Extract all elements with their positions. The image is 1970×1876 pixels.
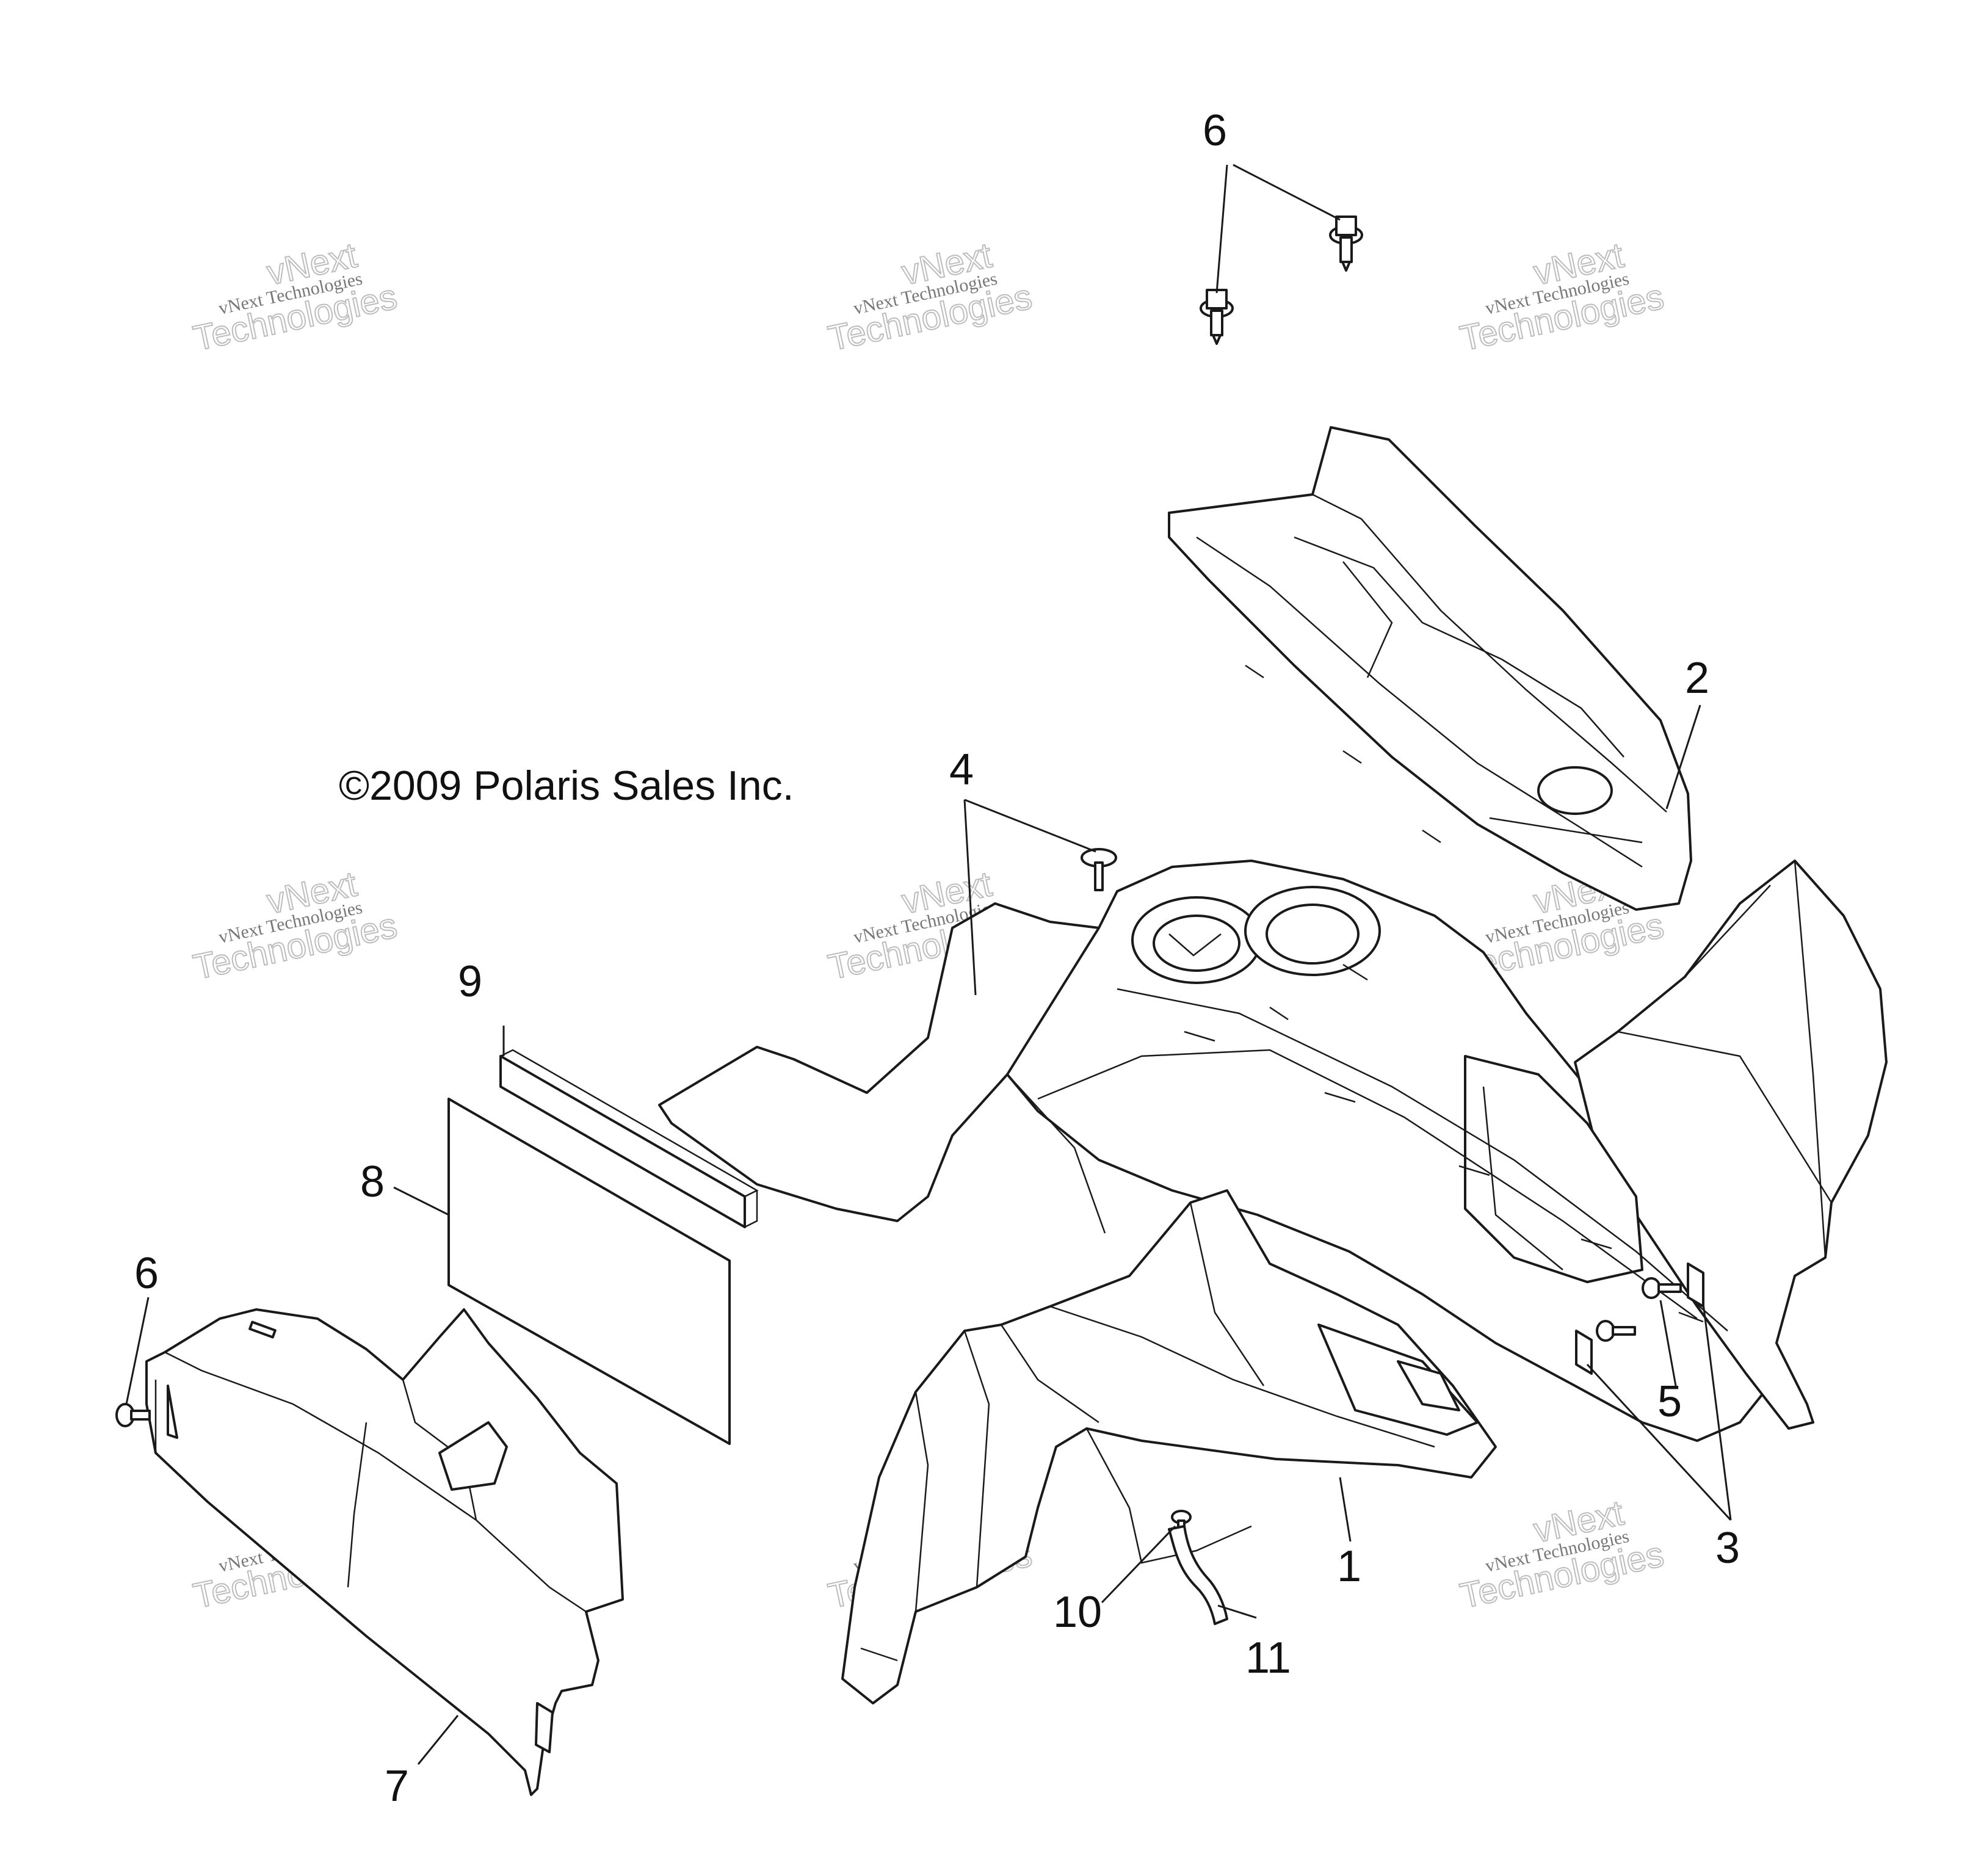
callout-7: 7 <box>385 1762 409 1811</box>
screw <box>1081 848 1117 891</box>
bolt <box>1642 1277 1682 1299</box>
part-3-clips <box>1575 1262 1704 1375</box>
watermark: vNext vNext Technologies Technologies <box>189 234 401 359</box>
part-7-side-panel <box>145 1308 624 1796</box>
callout-9: 9 <box>458 957 482 1006</box>
callout-5: 5 <box>1657 1377 1682 1426</box>
part-1-front-cab <box>658 860 1888 1704</box>
callouts: 6 2 4 9 8 6 5 3 1 10 11 7 <box>134 106 1740 1811</box>
callout-8: 8 <box>360 1157 385 1206</box>
watermark: vNext vNext Technologies Technologies <box>189 863 401 988</box>
part-6-push-rivet-left <box>115 1403 151 1427</box>
clip <box>1575 1330 1593 1375</box>
callout-2: 2 <box>1685 654 1709 703</box>
copyright-notice: ©2009 Polaris Sales Inc. <box>339 762 794 809</box>
part-9-foam-strip <box>499 1049 759 1228</box>
callout-6-left: 6 <box>134 1249 159 1298</box>
leader-lines <box>125 164 1732 1765</box>
part-11-hose <box>1168 1525 1228 1625</box>
callout-11: 11 <box>1245 1634 1291 1682</box>
watermark: vNext vNext Technologies Technologies <box>1456 234 1668 359</box>
clip <box>1687 1262 1704 1308</box>
callout-10: 10 <box>1053 1588 1102 1637</box>
push-rivet <box>1329 215 1363 272</box>
callout-3: 3 <box>1715 1524 1740 1573</box>
callout-6-top: 6 <box>1203 106 1227 155</box>
part-2-rear-cover <box>1168 426 1692 911</box>
bolt <box>1596 1320 1636 1342</box>
callout-4: 4 <box>949 745 974 794</box>
callout-1: 1 <box>1337 1542 1361 1591</box>
watermark: vNext vNext Technologies Technologies <box>824 234 1036 359</box>
part-5-bolts <box>1596 1277 1682 1342</box>
part-8-decal <box>447 1098 731 1445</box>
part-6-push-rivets-top <box>1200 215 1363 345</box>
watermark: vNext vNext Technologies Technologies <box>1456 1492 1668 1617</box>
push-rivet <box>1200 289 1234 345</box>
